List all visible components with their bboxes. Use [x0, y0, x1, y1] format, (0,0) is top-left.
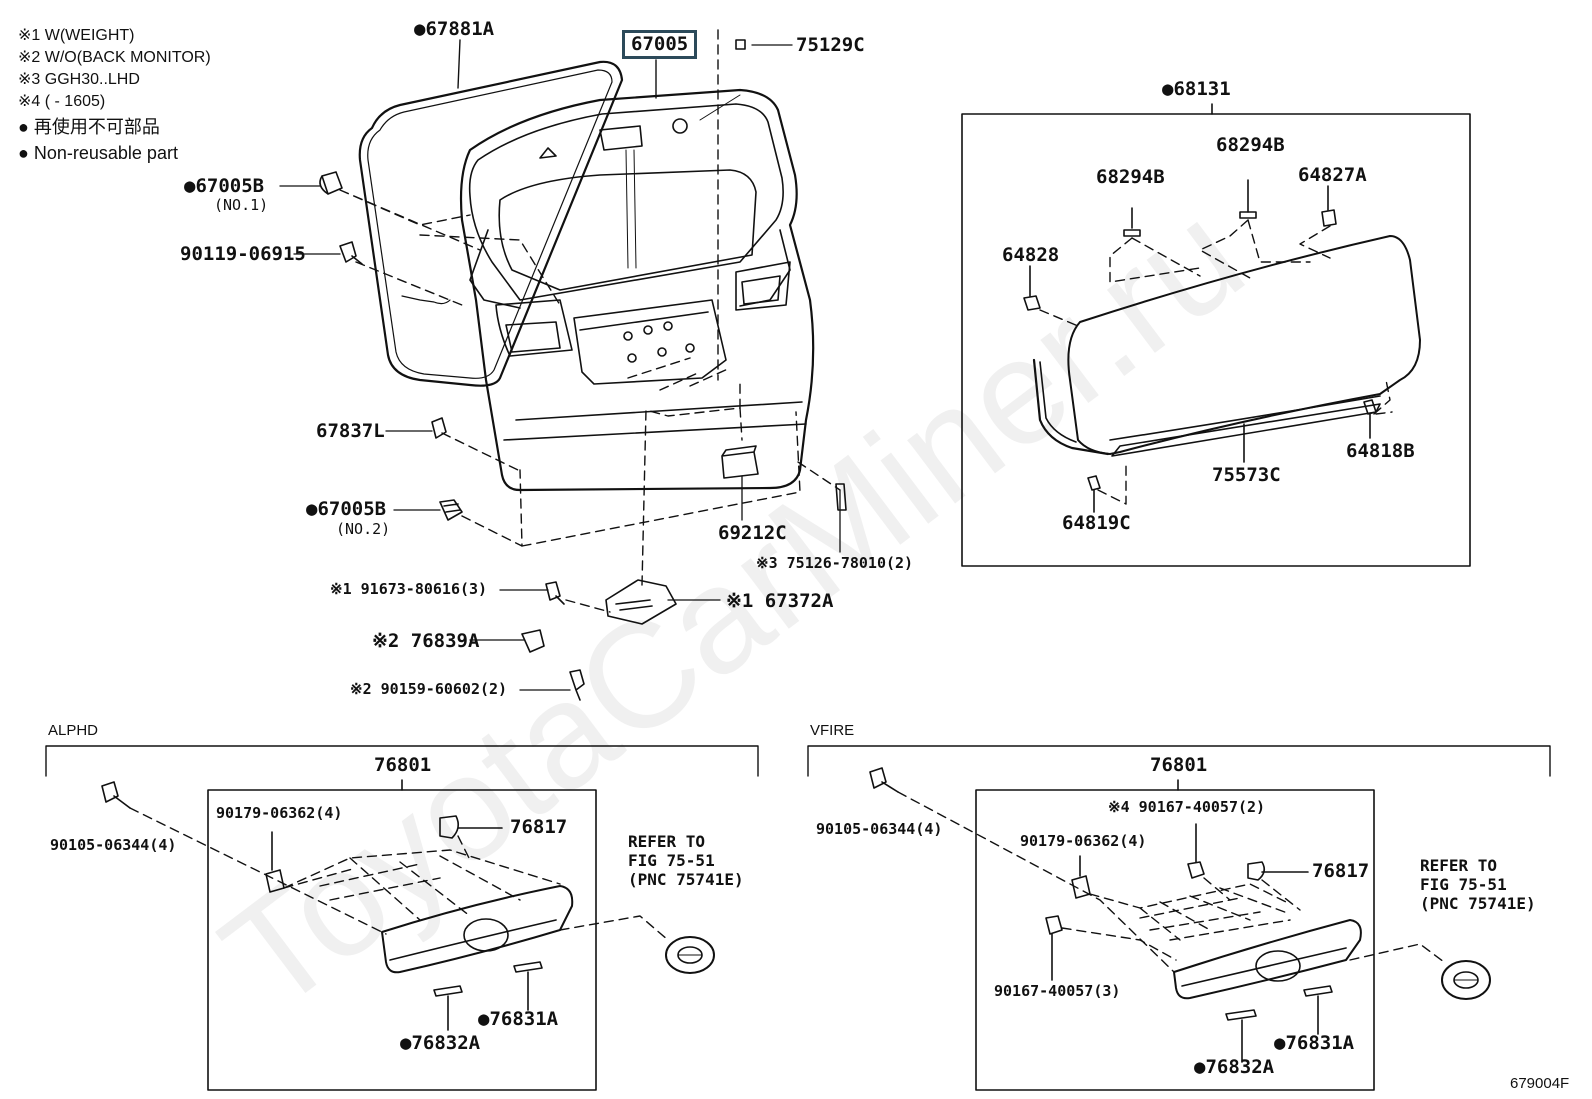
- vfire-label-90179-06362[interactable]: 90179-06362(4): [1020, 832, 1147, 850]
- vfire-assembly-76801[interactable]: 76801: [1150, 754, 1208, 776]
- label-no1: (NO.1): [214, 196, 269, 214]
- vfire-label-90167-40057-top[interactable]: ※4 90167-40057(2): [1108, 798, 1266, 816]
- vfire-title: VFIRE: [810, 722, 855, 739]
- label-90159-60602[interactable]: ※2 90159-60602(2): [350, 680, 508, 698]
- alphd-section: [45, 745, 759, 1091]
- alphd-label-90105-06344[interactable]: 90105-06344(4): [50, 836, 177, 854]
- inset-68131: [961, 103, 1471, 567]
- note-6: ● Non-reusable part: [18, 143, 178, 163]
- alphd-label-90179-06362[interactable]: 90179-06362(4): [216, 804, 343, 822]
- label-64818b[interactable]: 64818B: [1346, 440, 1415, 462]
- label-67005b-no1[interactable]: ●67005B: [184, 175, 265, 197]
- label-75573c[interactable]: 75573C: [1212, 464, 1281, 486]
- back-door-panel-67005: [459, 59, 815, 492]
- main-guide-lines: [339, 29, 841, 613]
- label-64828[interactable]: 64828: [1002, 244, 1060, 266]
- label-no2: (NO.2): [336, 520, 391, 538]
- label-75129c[interactable]: 75129C: [796, 34, 865, 56]
- label-90119-06915[interactable]: 90119-06915: [180, 243, 306, 265]
- label-91673-80616[interactable]: ※1 91673-80616(3): [330, 580, 488, 598]
- vfire-label-90167-40057-bot[interactable]: 90167-40057(3): [994, 982, 1121, 1000]
- vfire-label-76831a[interactable]: ●76831A: [1274, 1032, 1355, 1054]
- main-leaders: [279, 44, 841, 691]
- label-67005[interactable]: 67005: [622, 30, 698, 59]
- note-2: ※2 W/O(BACK MONITOR): [18, 49, 211, 66]
- vfire-guides: [897, 791, 1445, 973]
- note-5: ● 再使用不可部品: [18, 117, 160, 137]
- inset-guide-lines: [1039, 219, 1393, 505]
- label-68294b-b[interactable]: 68294B: [1216, 134, 1285, 156]
- alphd-label-76832a[interactable]: ●76832A: [400, 1032, 481, 1054]
- weatherstrip-67881a: [358, 39, 624, 387]
- note-1: ※1 W(WEIGHT): [18, 27, 135, 44]
- label-68294b-a[interactable]: 68294B: [1096, 166, 1165, 188]
- small-parts-main: [319, 39, 847, 701]
- figure-code: 679004F: [1510, 1075, 1570, 1092]
- label-67837l[interactable]: 67837L: [316, 420, 385, 442]
- vfire-section: [807, 745, 1551, 1091]
- alphd-label-76817[interactable]: 76817: [510, 816, 568, 838]
- alphd-title: ALPHD: [48, 722, 99, 739]
- alphd-guides: [129, 807, 669, 941]
- note-3: ※3 GGH30..LHD: [18, 71, 140, 88]
- vfire-label-76832a[interactable]: ●76832A: [1194, 1056, 1275, 1078]
- label-64827a[interactable]: 64827A: [1298, 164, 1367, 186]
- label-76839a[interactable]: ※2 76839A: [372, 630, 480, 652]
- label-68131[interactable]: ●68131: [1162, 78, 1231, 100]
- label-64819c[interactable]: 64819C: [1062, 512, 1131, 534]
- note-4: ※4 ( - 1605): [18, 93, 106, 110]
- label-67372a[interactable]: ※1 67372A: [726, 590, 834, 612]
- alphd-label-76831a[interactable]: ●76831A: [478, 1008, 559, 1030]
- label-75126-78010[interactable]: ※3 75126-78010(2): [756, 554, 914, 572]
- label-67881a[interactable]: ●67881A: [414, 18, 495, 40]
- vfire-label-76817[interactable]: 76817: [1312, 860, 1370, 882]
- vfire-refer-note[interactable]: REFER TO FIG 75-51 (PNC 75741E): [1420, 856, 1536, 913]
- alphd-refer-note[interactable]: REFER TO FIG 75-51 (PNC 75741E): [628, 832, 744, 889]
- vfire-label-90105-06344[interactable]: 90105-06344(4): [816, 820, 943, 838]
- label-69212c[interactable]: 69212C: [718, 522, 787, 544]
- label-67005b-no2[interactable]: ●67005B: [306, 498, 387, 520]
- alphd-assembly-76801[interactable]: 76801: [374, 754, 432, 776]
